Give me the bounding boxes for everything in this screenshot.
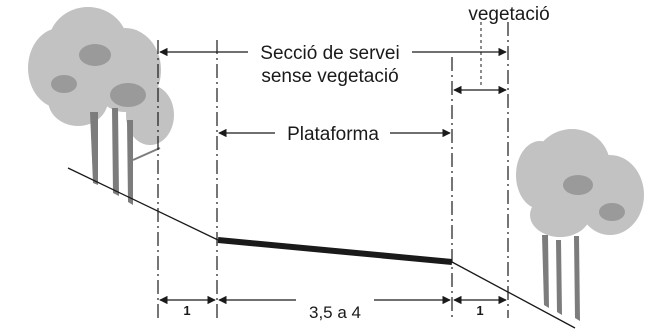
left-trees — [28, 7, 174, 205]
right-tree-trunk-2 — [556, 240, 562, 315]
label-left-margin: 1 — [183, 303, 190, 318]
right-trees — [516, 129, 644, 321]
left-tree-trunk-1 — [90, 112, 98, 185]
label-platform: Plataforma — [287, 124, 379, 145]
right-tree-shade-2 — [599, 203, 625, 221]
left-tree-shade-3 — [51, 75, 77, 93]
label-platform-width: 3,5 a 4 — [309, 303, 361, 322]
right-tree-trunk-3 — [574, 236, 580, 321]
left-margin-label-bg — [178, 302, 196, 318]
label-vegetation: vegetació — [468, 4, 549, 25]
ground-slope-left — [67, 167, 219, 241]
right-margin-label-bg — [471, 302, 489, 318]
ground-slope-right — [451, 261, 576, 329]
label-service-section-line1: Secció de servei — [260, 43, 399, 64]
left-tree-trunk-2 — [112, 108, 119, 196]
platform-road — [217, 237, 453, 265]
right-tree-trunk-1 — [542, 235, 549, 308]
left-tree-branch — [132, 147, 161, 161]
right-tree-crown-low — [530, 193, 590, 237]
right-tree-shade-1 — [563, 175, 593, 195]
left-tree-trunk-3 — [127, 120, 133, 205]
left-tree-shade-2 — [110, 83, 146, 107]
label-service-section-line2: sense vegetació — [261, 66, 398, 87]
label-right-margin: 1 — [476, 303, 483, 318]
left-tree-shade-1 — [79, 44, 111, 66]
right-tree-crown-right — [576, 155, 644, 235]
